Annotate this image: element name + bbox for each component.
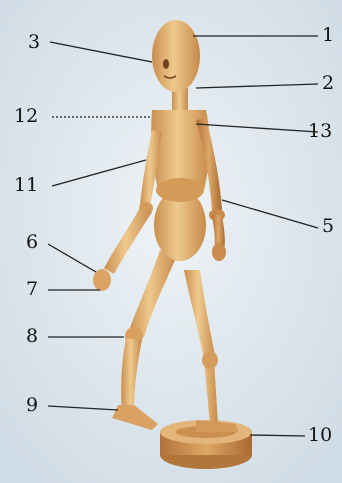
label-10: 10 [308,426,332,445]
label-13: 13 [308,122,332,141]
label-9: 9 [26,396,38,415]
label-6: 6 [26,233,38,252]
head [152,20,200,92]
label-12: 12 [14,107,38,126]
label-5: 5 [322,217,334,236]
label-7: 7 [26,280,38,299]
label-1: 1 [322,26,334,45]
label-8: 8 [26,327,38,346]
label-3: 3 [28,33,40,52]
label-11: 11 [14,176,38,195]
label-2: 2 [322,74,334,93]
